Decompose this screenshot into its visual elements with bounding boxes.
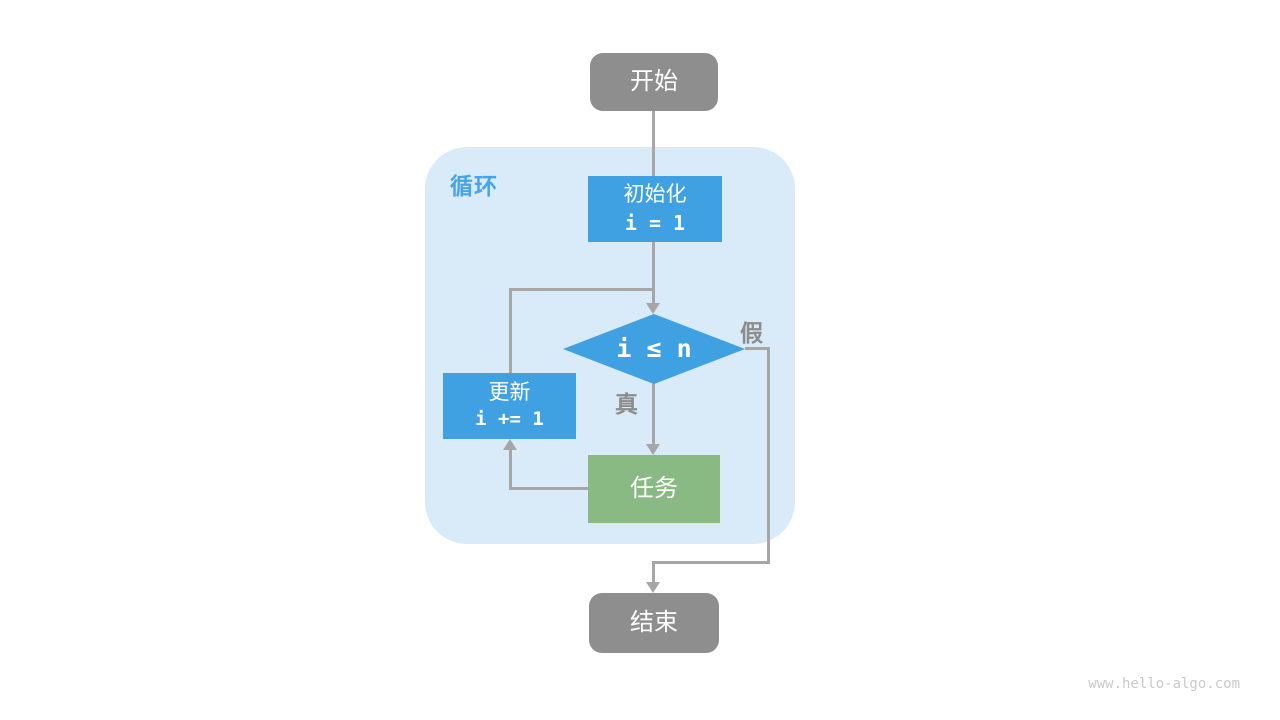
edge-condition-false-horizontal bbox=[745, 347, 770, 350]
edge-update-to-merge-vertical bbox=[509, 288, 512, 373]
edge-start-to-init bbox=[652, 110, 655, 177]
init-node-title: 初始化 bbox=[623, 183, 687, 207]
task-node-label: 任务 bbox=[630, 475, 678, 502]
update-node-code: i += 1 bbox=[475, 408, 544, 431]
branch-label-true: 真 bbox=[615, 391, 638, 417]
edge-into-end bbox=[652, 561, 655, 583]
condition-node-code: i ≤ n bbox=[616, 334, 692, 364]
branch-label-false: 假 bbox=[740, 320, 763, 346]
edge-task-to-update-vertical bbox=[509, 450, 512, 490]
arrowhead-into-update-icon bbox=[503, 439, 517, 450]
init-node: 初始化 i = 1 bbox=[588, 176, 722, 242]
loop-container-label: 循环 bbox=[450, 173, 498, 199]
edge-false-vertical bbox=[767, 347, 770, 564]
arrowhead-into-condition-icon bbox=[646, 303, 660, 314]
end-node-label: 结束 bbox=[630, 609, 678, 636]
edge-init-to-condition bbox=[652, 240, 655, 304]
start-node-label: 开始 bbox=[630, 68, 678, 95]
arrowhead-into-task-icon bbox=[646, 444, 660, 455]
start-node: 开始 bbox=[590, 53, 718, 111]
update-node-title: 更新 bbox=[488, 381, 531, 404]
task-node: 任务 bbox=[588, 455, 720, 523]
watermark-text: www.hello-algo.com bbox=[1088, 676, 1240, 692]
init-node-code: i = 1 bbox=[624, 210, 686, 235]
update-node: 更新 i += 1 bbox=[443, 373, 576, 439]
edge-false-bottom-horizontal bbox=[652, 561, 770, 564]
edge-task-to-update-horizontal bbox=[509, 487, 590, 490]
edge-loopback-merge-horizontal bbox=[509, 288, 655, 291]
end-node: 结束 bbox=[589, 593, 719, 653]
arrowhead-into-end-icon bbox=[646, 582, 660, 593]
edge-condition-to-task bbox=[652, 383, 655, 444]
